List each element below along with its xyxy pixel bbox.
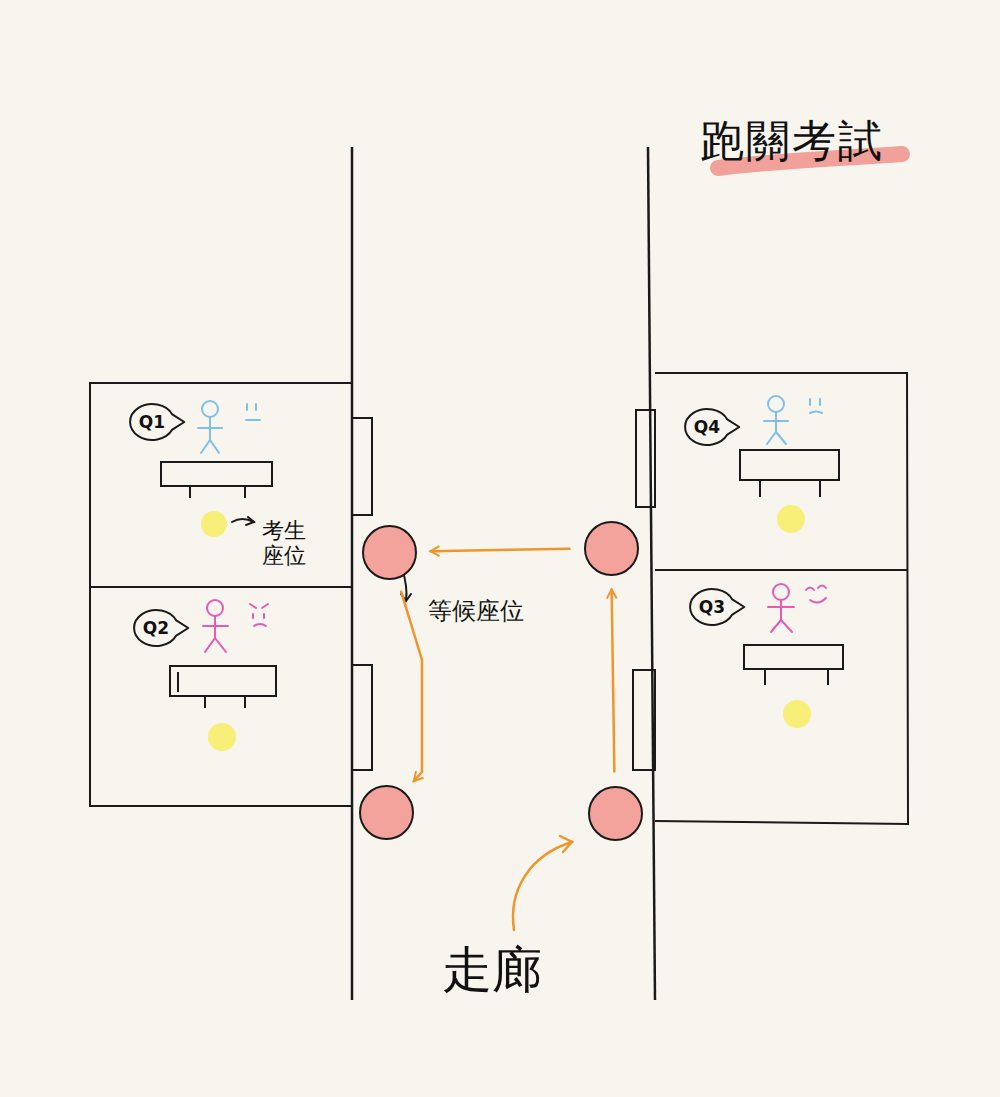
station-number: Q1 — [139, 412, 165, 432]
diagram-title: 跑關考試 — [700, 112, 884, 171]
waiting-seat-label: 等候座位 — [428, 598, 524, 626]
waiting-seat — [362, 525, 417, 580]
station-bubble: Q1 — [129, 403, 175, 441]
flow-arrow — [401, 592, 422, 781]
desks — [161, 450, 843, 708]
station-number: Q4 — [694, 417, 720, 437]
examiner-figures — [198, 396, 826, 652]
flow-arrow — [430, 549, 569, 552]
waiting-seat — [584, 521, 639, 576]
corridor-walls — [352, 147, 655, 1000]
waiting-seat — [588, 786, 643, 841]
station-number: Q3 — [699, 597, 725, 617]
flow-arrow — [612, 589, 615, 771]
rooms — [90, 373, 908, 824]
station-number: Q2 — [143, 618, 169, 638]
station-bubble: Q2 — [133, 609, 179, 647]
station-bubble: Q3 — [689, 588, 735, 626]
waiting-seat — [359, 785, 414, 840]
corridor-label: 走廊 — [442, 942, 542, 1000]
seat-label: 考生座位 — [262, 518, 308, 569]
station-bubble: Q4 — [684, 408, 730, 446]
candidate-seats — [201, 505, 811, 751]
corridor-arrow — [513, 836, 572, 930]
